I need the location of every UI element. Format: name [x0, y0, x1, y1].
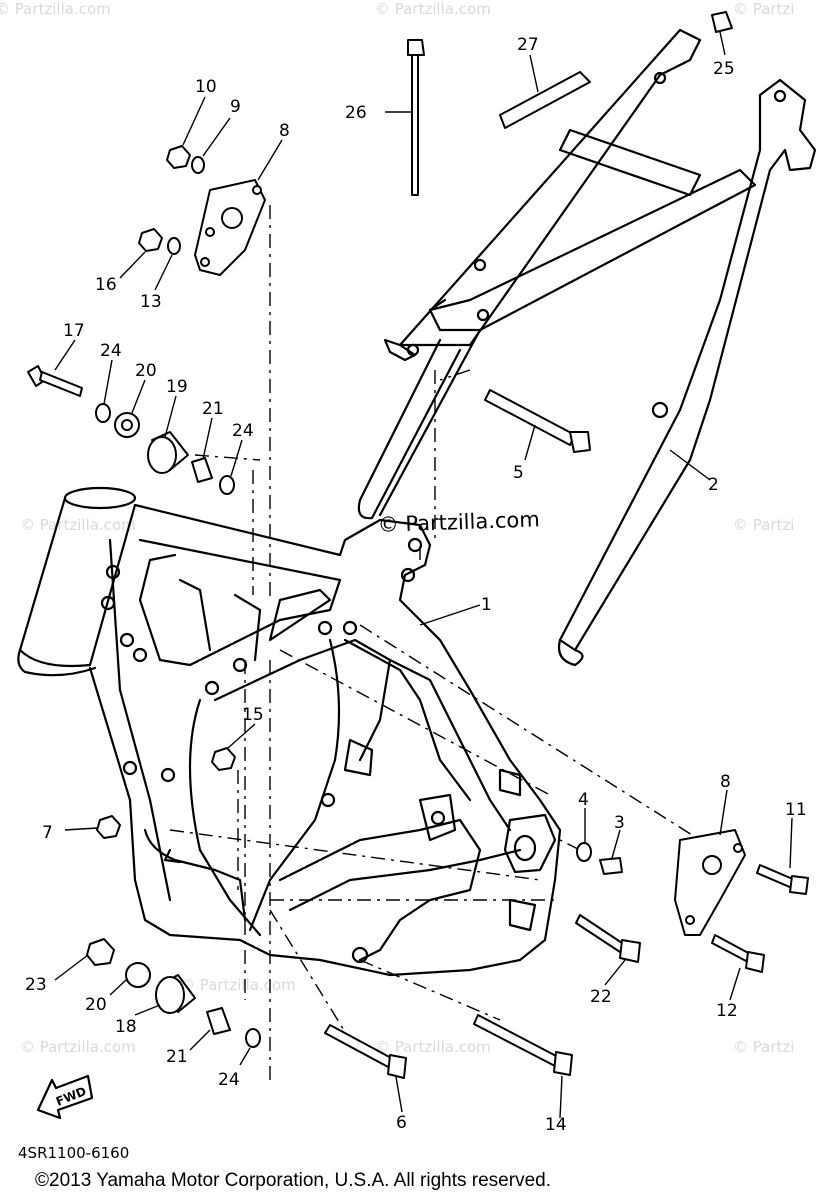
callout-11: 10 [195, 77, 217, 97]
callout-23: 23 [25, 975, 47, 995]
watermark: © Partzi [733, 516, 794, 534]
callout-14: 16 [95, 275, 117, 295]
center-watermark: © Partzilla.com [377, 507, 540, 537]
callout-15: 14 [545, 1115, 567, 1135]
callout-1: 1 [481, 595, 492, 615]
callout-21-a: 21 [202, 399, 224, 419]
callout-3: 3 [614, 813, 625, 833]
watermark: © Partzi [733, 0, 794, 18]
watermark: © Partzi [733, 1038, 794, 1056]
callout-27: 27 [517, 35, 539, 55]
callout-5: 5 [513, 463, 524, 483]
watermark: © Partzilla.com [0, 0, 111, 18]
callout-4: 4 [578, 790, 589, 810]
callout-24-c: 24 [218, 1070, 240, 1090]
callout-17: 17 [63, 321, 85, 341]
watermark: © Partzilla.com [375, 1038, 491, 1056]
watermark: © Partzilla.com [180, 976, 296, 994]
callout-labels: 10 9 8 16 13 17 24 20 19 21 24 26 27 25 … [25, 35, 807, 1135]
callout-8-lower: 8 [720, 772, 731, 792]
callout-18: 18 [115, 1017, 137, 1037]
copyright-notice: ©2013 Yamaha Motor Corporation, U.S.A. A… [35, 1170, 551, 1191]
callout-12: 12 [716, 1001, 738, 1021]
callout-2: 2 [708, 475, 719, 495]
callout-13: 13 [140, 292, 162, 312]
small-parts [27, 11, 809, 1079]
callout-6: 6 [396, 1113, 407, 1133]
fwd-arrow-icon: FWD [36, 1074, 94, 1120]
callout-9: 11 [785, 800, 807, 820]
callout-16: 15 [242, 705, 264, 725]
leader-lines [54, 31, 793, 1119]
callout-24-b: 24 [232, 421, 254, 441]
watermark: © Partzilla.com [375, 0, 491, 18]
diagram-code: 4SR1100-6160 [18, 1144, 129, 1162]
rear-frame-drawing [357, 28, 817, 667]
callout-7: 7 [42, 823, 53, 843]
callout-25: 25 [713, 59, 735, 79]
callout-22: 22 [590, 987, 612, 1007]
callout-26: 26 [345, 103, 367, 123]
callout-20-b: 20 [85, 995, 107, 1015]
watermark: © Partzilla.com [20, 1038, 136, 1056]
callout-8-upper: 8 [279, 121, 290, 141]
main-frame-drawing [17, 486, 562, 977]
guide-lines [169, 205, 701, 1080]
callout-19: 19 [166, 377, 188, 397]
callout-20-a: 20 [135, 361, 157, 381]
watermark: © Partzilla.com [20, 516, 136, 534]
callout-21-b: 21 [166, 1047, 188, 1067]
callout-24-a: 24 [100, 341, 122, 361]
callout-10: 9 [230, 97, 241, 117]
watermark-layer: © Partzilla.com © Partzilla.com © Partzi… [0, 0, 794, 1056]
